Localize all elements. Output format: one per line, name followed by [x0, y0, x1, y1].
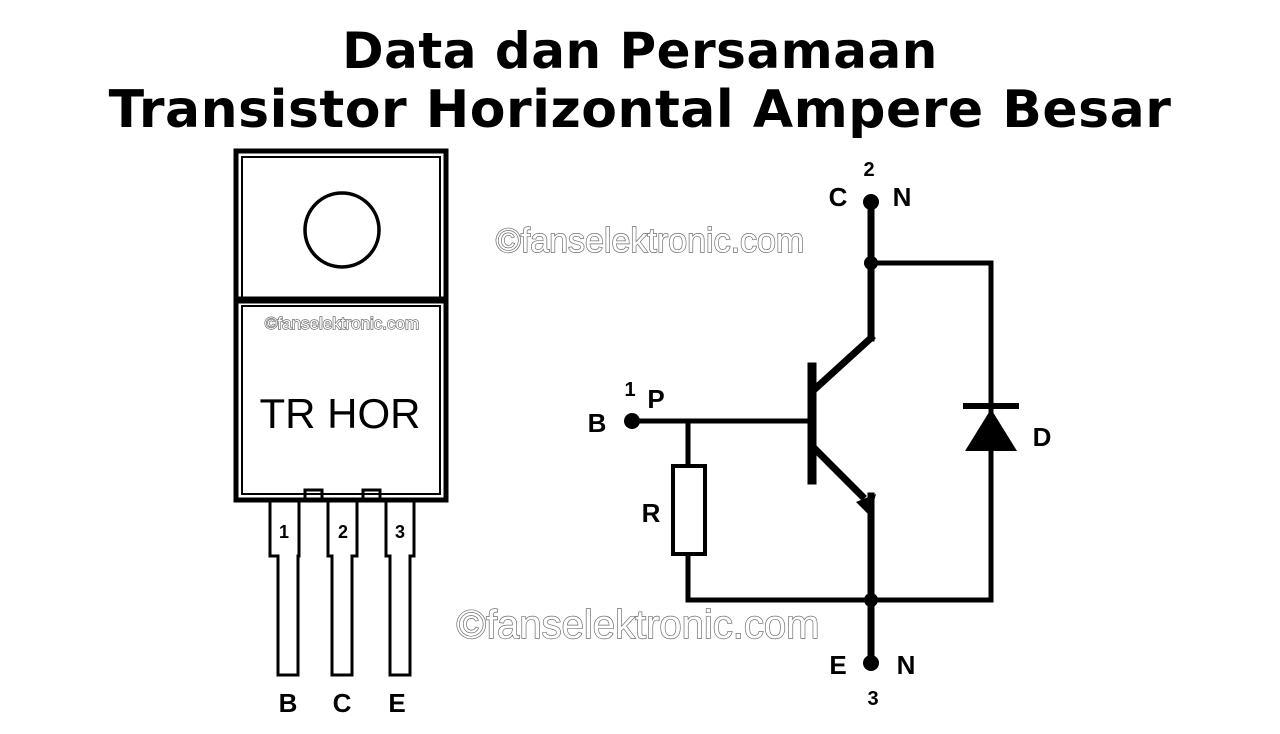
collector-letter: C — [829, 182, 848, 212]
package-body — [233, 148, 449, 503]
title-line-2: Transistor Horizontal Ampere Besar — [108, 80, 1172, 140]
collector-terminal-dot — [863, 194, 879, 210]
diode-label: D — [1033, 422, 1052, 452]
resistor-label: R — [642, 498, 661, 528]
collector-diagonal — [811, 333, 876, 393]
emitter-type: N — [897, 650, 916, 680]
base-type: P — [647, 384, 664, 414]
title-line-1: Data dan Persamaan — [342, 22, 938, 80]
collector-type: N — [893, 182, 912, 212]
base-pin-number: 1 — [624, 379, 635, 401]
base-terminal-dot — [624, 413, 640, 429]
package-watermark: ©fanselektronic.com — [265, 314, 419, 333]
schematic — [631, 198, 1019, 666]
collector-pin-number: 2 — [863, 159, 874, 181]
resistor-bottom-wire — [685, 551, 874, 603]
pin-2-name: C — [333, 688, 352, 718]
package-lower-inner — [241, 305, 441, 495]
pin-3-number: 3 — [395, 522, 405, 542]
package-marking: TR HOR — [260, 390, 421, 437]
diode-loop-wire — [868, 260, 994, 603]
emitter-junction-dot — [864, 593, 878, 607]
collector-junction-dot — [864, 256, 878, 270]
emitter-letter: E — [829, 650, 846, 680]
resistor-body — [671, 464, 707, 556]
transistor-package — [233, 148, 449, 677]
pin-3-lead — [361, 488, 416, 677]
pin-3-name: E — [388, 688, 405, 718]
emitter-terminal-dot — [863, 655, 879, 671]
mounting-hole — [303, 191, 381, 269]
diode-triangle-icon — [965, 409, 1017, 451]
emitter-diagonal — [811, 445, 867, 501]
watermark-top: ©fanselektronic.com — [496, 222, 805, 260]
watermark-bottom: ©fanselektronic.com — [457, 603, 820, 647]
pin-2-lead — [303, 488, 359, 677]
emitter-arrow — [856, 494, 876, 516]
package-tab-inner — [241, 156, 441, 300]
pin-2-number: 2 — [338, 522, 348, 542]
pin-1-lead — [268, 500, 301, 677]
pin-1-name: B — [279, 688, 298, 718]
emitter-pin-number: 3 — [867, 688, 878, 710]
base-letter: B — [588, 408, 607, 438]
pin-1-number: 1 — [279, 522, 289, 542]
